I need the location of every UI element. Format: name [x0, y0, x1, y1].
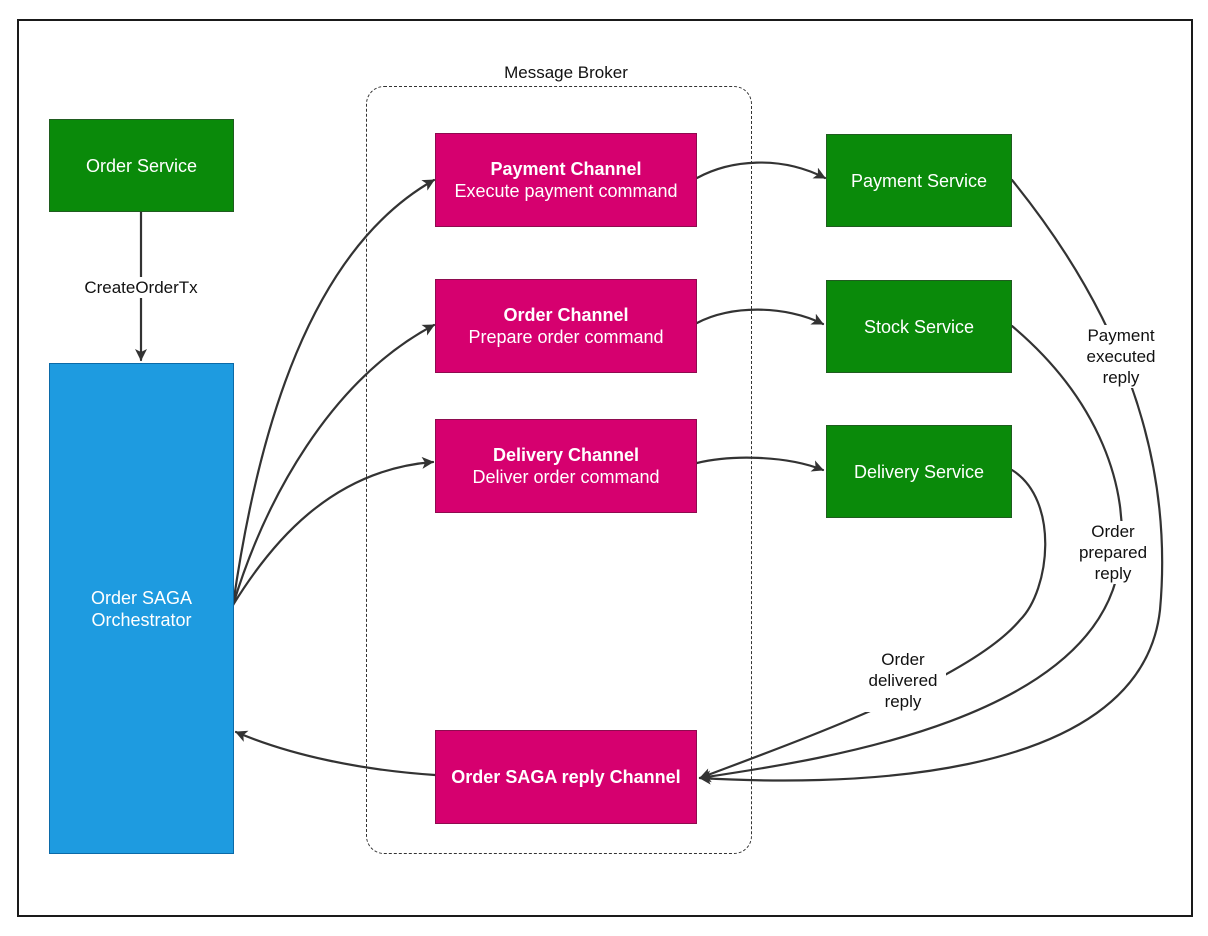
edge-delivery-channel-to-delivery-service — [695, 456, 825, 472]
order-channel-node: Order Channel Prepare order command — [435, 279, 697, 373]
stock-service-label: Stock Service — [863, 316, 975, 337]
orchestrator-line1: Order SAGA — [90, 587, 193, 608]
order-prepared-reply-label: Order prepared reply — [1070, 521, 1156, 584]
edge-payment-channel-to-payment-service — [695, 161, 827, 180]
edge-reply-channel-to-orchestrator — [234, 730, 437, 777]
edge-order-channel-to-stock-service — [695, 308, 825, 326]
payment-channel-node: Payment Channel Execute payment command — [435, 133, 697, 227]
delivery-service-node: Delivery Service — [826, 425, 1012, 518]
payment-service-node: Payment Service — [826, 134, 1012, 227]
order-service-node: Order Service — [49, 119, 234, 212]
saga-reply-channel-node: Order SAGA reply Channel — [435, 730, 697, 824]
message-broker-group — [366, 86, 752, 854]
edge-stock-service-to-reply-channel — [698, 324, 1123, 783]
saga-reply-channel-title: Order SAGA reply Channel — [451, 767, 681, 787]
edge-orchestrator-to-order-channel — [231, 323, 436, 607]
edge-delivery-service-to-reply-channel — [698, 468, 1047, 780]
diagram-frame — [17, 19, 1193, 917]
delivery-channel-subtitle: Deliver order command — [472, 467, 660, 487]
saga-orchestrator-node: Order SAGA Orchestrator — [49, 363, 234, 854]
order-channel-subtitle: Prepare order command — [468, 327, 664, 347]
order-service-label: Order Service — [85, 155, 198, 176]
delivery-channel-node: Delivery Channel Deliver order command — [435, 419, 697, 513]
delivery-service-label: Delivery Service — [853, 461, 985, 482]
order-delivered-reply-label: Order delivered reply — [860, 649, 946, 712]
payment-service-label: Payment Service — [850, 170, 988, 191]
stock-service-node: Stock Service — [826, 280, 1012, 373]
orchestrator-line2: Orchestrator — [91, 609, 192, 630]
payment-channel-subtitle: Execute payment command — [454, 181, 678, 201]
message-broker-label: Message Broker — [504, 63, 628, 82]
delivery-channel-title: Delivery Channel — [492, 445, 640, 465]
order-channel-title: Order Channel — [503, 305, 629, 325]
edge-orchestrator-to-payment-channel — [231, 178, 436, 607]
payment-reply-label: Payment executed reply — [1076, 325, 1166, 388]
payment-channel-title: Payment Channel — [490, 159, 642, 179]
create-order-label: CreateOrderTx — [80, 277, 202, 298]
edge-orchestrator-to-delivery-channel — [231, 456, 435, 607]
